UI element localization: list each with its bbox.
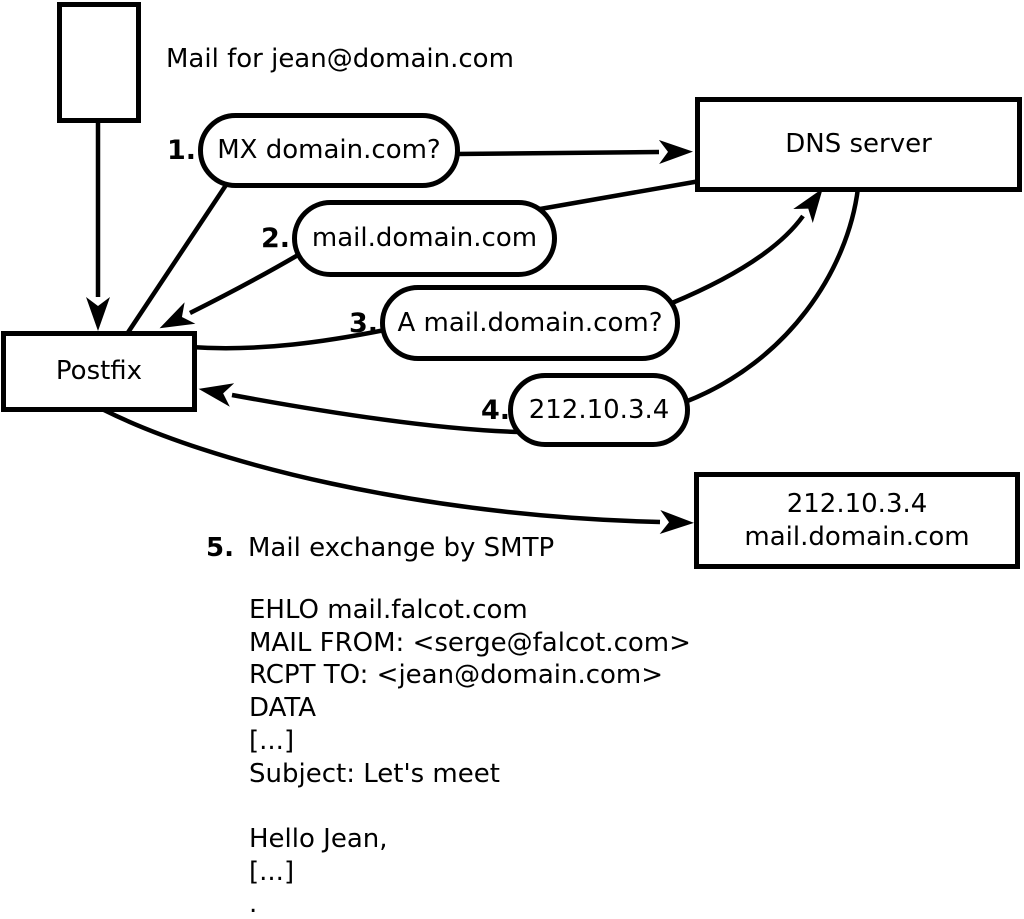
step-number-1: 1.	[166, 135, 196, 166]
step-number-3: 3.	[348, 307, 378, 339]
arrow-mx-answer-to-postfix	[159, 253, 300, 329]
arrow-a-answer-to-postfix	[198, 383, 521, 435]
answer-pill-mx: mail.domain.com	[292, 200, 557, 277]
answer-pill-mx-label: mail.domain.com	[311, 223, 538, 253]
line-postfix-to-a-query	[189, 327, 386, 351]
dns-server-label: DNS server	[785, 129, 932, 159]
answer-pill-a-label: 212.10.3.4	[528, 394, 670, 425]
arrow-mx-query-to-dns	[454, 140, 693, 164]
arrow-a-query-to-dns	[671, 188, 823, 306]
dns-server-node: DNS server	[695, 97, 1022, 192]
answer-pill-a: 212.10.3.4	[508, 373, 690, 447]
query-pill-mx: MX domain.com?	[198, 113, 460, 188]
mail-envelope-node	[57, 2, 141, 123]
query-pill-mx-label: MX domain.com?	[217, 135, 441, 165]
step-5-label: Mail exchange by SMTP	[248, 533, 555, 563]
destination-host-label: mail.domain.com	[744, 521, 970, 552]
mail-note-label: Mail for jean@domain.com	[166, 44, 514, 74]
line-dns-to-mx-answer	[539, 178, 701, 212]
query-pill-a: A mail.domain.com?	[380, 285, 680, 361]
step-number-5: 5.	[206, 533, 234, 563]
step-number-4: 4.	[480, 394, 510, 426]
postfix-node: Postfix	[1, 331, 197, 412]
step-number-2: 2.	[260, 223, 290, 254]
query-pill-a-label: A mail.domain.com?	[397, 307, 663, 338]
arrow-postfix-to-mailserver	[102, 407, 694, 534]
smtp-session-transcript: EHLO mail.falcot.com MAIL FROM: <serge@f…	[249, 595, 691, 919]
line-dns-to-a-answer	[684, 187, 861, 405]
postfix-label: Postfix	[55, 356, 143, 386]
line-postfix-to-mx-query	[125, 180, 230, 336]
destination-mailserver-node: 212.10.3.4 mail.domain.com	[694, 472, 1020, 569]
destination-ip-label: 212.10.3.4	[786, 488, 928, 519]
step-5-caption: 5. Mail exchange by SMTP	[206, 533, 554, 563]
